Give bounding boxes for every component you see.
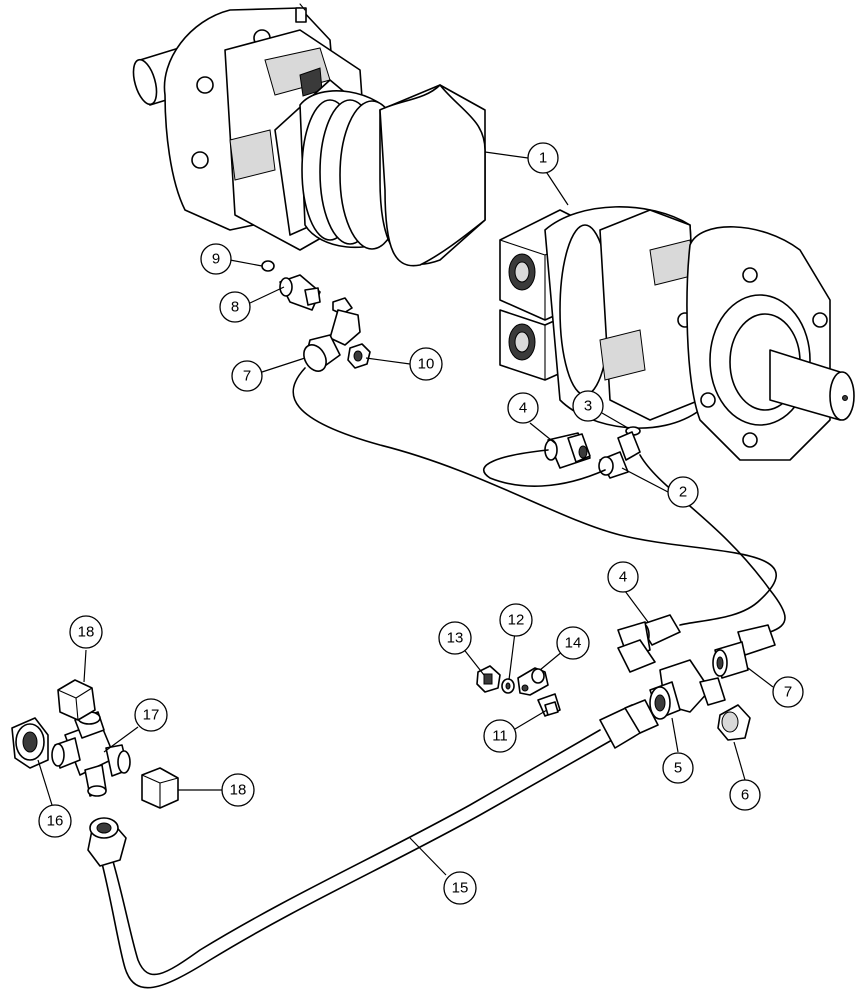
o-ring-9 bbox=[261, 260, 275, 272]
callout-1: 1 bbox=[527, 142, 559, 174]
callout-label: 8 bbox=[231, 299, 239, 316]
callout-18-lower: 18 bbox=[221, 773, 255, 807]
callout-label: 9 bbox=[212, 251, 220, 268]
callout-label: 18 bbox=[78, 624, 95, 641]
leader-lines bbox=[37, 151, 774, 876]
elbow-fitting-8 bbox=[279, 274, 321, 311]
callout-label: 12 bbox=[508, 612, 525, 629]
callout-4-lower: 4 bbox=[607, 561, 639, 593]
callout-12: 12 bbox=[499, 603, 533, 637]
adapter-4-lower bbox=[617, 614, 681, 673]
callout-17: 17 bbox=[134, 698, 168, 732]
drive-motor-right bbox=[499, 206, 855, 461]
callout-label: 7 bbox=[784, 684, 792, 701]
elbow-fitting-2 bbox=[598, 431, 641, 479]
nut-10 bbox=[347, 343, 371, 369]
fittings-group-lower-right bbox=[617, 614, 776, 741]
callout-label: 4 bbox=[619, 569, 627, 586]
fittings-group-upper-left bbox=[261, 260, 371, 372]
callout-4-upper: 4 bbox=[507, 392, 539, 424]
callout-3: 3 bbox=[572, 390, 604, 422]
callout-label: 17 bbox=[143, 707, 160, 724]
fittings-group-lower-left bbox=[11, 679, 179, 809]
callout-13: 13 bbox=[438, 621, 472, 655]
callout-label: 7 bbox=[243, 368, 251, 385]
callout-2: 2 bbox=[667, 476, 699, 508]
callout-8: 8 bbox=[219, 291, 251, 323]
callout-label: 14 bbox=[565, 635, 582, 652]
callout-label: 10 bbox=[418, 356, 435, 373]
callout-label: 1 bbox=[539, 150, 547, 167]
tube-15 bbox=[87, 699, 659, 989]
callout-label: 5 bbox=[674, 760, 682, 777]
callout-label: 13 bbox=[447, 630, 464, 647]
cross-fitting-17 bbox=[51, 711, 131, 797]
callout-label: 6 bbox=[741, 787, 749, 804]
callout-label: 15 bbox=[452, 880, 469, 897]
callout-11: 11 bbox=[483, 719, 517, 753]
callout-5: 5 bbox=[662, 752, 694, 784]
callout-9: 9 bbox=[200, 243, 232, 275]
cap-18-lower bbox=[141, 767, 179, 809]
fittings-group-upper-right bbox=[544, 426, 641, 479]
callout-16: 16 bbox=[38, 804, 72, 838]
callout-6: 6 bbox=[729, 779, 761, 811]
nut-16 bbox=[11, 717, 49, 769]
cap-18-upper bbox=[57, 679, 96, 721]
callout-label: 2 bbox=[679, 484, 687, 501]
callout-7-upper: 7 bbox=[231, 360, 263, 392]
cap-6 bbox=[717, 704, 751, 741]
clamp-14 bbox=[517, 667, 549, 696]
tee-5 bbox=[649, 659, 726, 720]
hoses bbox=[292, 367, 786, 633]
callout-14: 14 bbox=[556, 626, 590, 660]
hose-fitting-7-upper bbox=[303, 309, 361, 372]
callout-10: 10 bbox=[409, 347, 443, 381]
callout-7-lower: 7 bbox=[772, 676, 804, 708]
adapter-4-upper bbox=[544, 432, 591, 469]
callout-label: 16 bbox=[47, 813, 64, 830]
callout-label: 11 bbox=[492, 728, 508, 745]
callout-18-upper: 18 bbox=[69, 615, 103, 649]
callout-15: 15 bbox=[443, 871, 477, 905]
callout-label: 18 bbox=[230, 782, 247, 799]
clamp-hardware bbox=[476, 665, 561, 717]
hose-fitting-7-lower bbox=[712, 624, 776, 679]
bolt-11 bbox=[537, 693, 561, 717]
drive-motor-left bbox=[132, 3, 486, 267]
callout-label: 4 bbox=[519, 400, 527, 417]
callout-label: 3 bbox=[584, 398, 592, 415]
